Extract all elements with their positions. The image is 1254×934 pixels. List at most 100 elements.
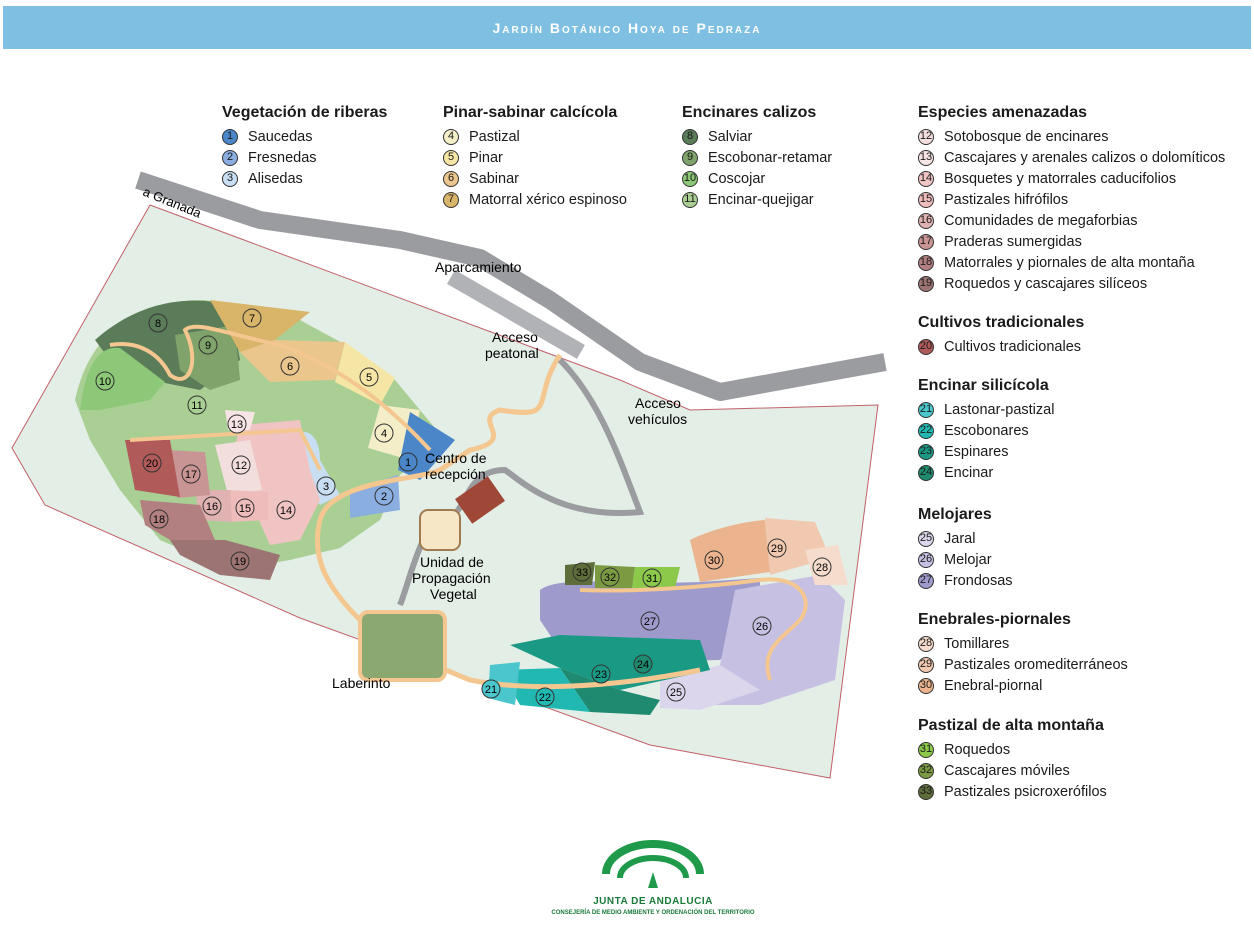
legend-number-badge: 29 xyxy=(918,656,934,673)
zone-marker-circle xyxy=(572,562,592,582)
legend-item-label: Matorral xérico espinoso xyxy=(469,191,627,208)
legend-number-badge: 9 xyxy=(682,149,698,166)
zone-marker-circle xyxy=(230,551,250,571)
legend-item-label: Jaral xyxy=(944,530,976,547)
legend-number-badge: 13 xyxy=(918,149,934,166)
zone-marker-circle xyxy=(280,356,300,376)
legend-number-badge: 6 xyxy=(443,170,459,187)
legend-item-label: Cultivos tradicionales xyxy=(944,338,1082,355)
legend-item-label: Tomillares xyxy=(944,635,1010,652)
legend-number-badge: 7 xyxy=(443,191,459,208)
legend-number-badge: 11 xyxy=(682,191,698,208)
reception-building xyxy=(455,476,505,524)
zone-marker-number: 9 xyxy=(205,340,211,352)
legend-item-label: Pastizal xyxy=(469,128,520,145)
legend-number-badge: 3 xyxy=(222,170,238,187)
legend-item-label: Cascajares y arenales calizos o dolomíti… xyxy=(944,149,1226,166)
legend-item-label: Roquedos y cascajares silíceos xyxy=(944,275,1148,292)
legend-group-title: Melojares xyxy=(918,506,992,523)
zone-marker-number: 4 xyxy=(381,428,387,440)
zone-marker-circle xyxy=(231,455,251,475)
legend-number-badge: 24 xyxy=(918,464,934,481)
zone-marker-number: 24 xyxy=(637,659,649,671)
legend-item-label: Sabinar xyxy=(469,170,519,187)
parking-label: Aparcamiento xyxy=(435,259,522,275)
zone-marker-circle xyxy=(704,550,724,570)
legend-number-badge: 10 xyxy=(682,170,698,187)
legend-item-label: Sotobosque de encinares xyxy=(944,128,1109,145)
zone-marker-circle xyxy=(374,486,394,506)
legend-item: 13 Cascajares y arenales calizos o dolomí… xyxy=(918,147,1225,168)
zone-marker-number: 14 xyxy=(280,505,292,517)
zone-marker-circle xyxy=(148,313,168,333)
legend-number-badge: 16 xyxy=(918,212,934,229)
legend-group-title: Especies amenazadas xyxy=(918,104,1087,121)
legend-group-title: Enebrales-piornales xyxy=(918,611,1071,628)
legend-item-label: Espinares xyxy=(944,443,1009,460)
zone-group-west xyxy=(75,300,455,580)
main-road xyxy=(135,171,887,401)
zone-marker-number: 2 xyxy=(381,491,387,503)
legend-item-label: Pinar xyxy=(469,149,503,166)
zone-marker-circle xyxy=(752,616,772,636)
zone-marker-number: 10 xyxy=(99,376,111,388)
legend-number-badge: 12 xyxy=(918,128,934,145)
zone-marker-circle xyxy=(591,664,611,684)
logo-name: JUNTA DE ANDALUCIA xyxy=(593,896,713,907)
zone-marker-number: 11 xyxy=(191,400,202,412)
legend-item-label: Fresnedas xyxy=(248,149,317,166)
legend-number-badge: 8 xyxy=(682,128,698,145)
zone-marker-circle xyxy=(767,538,787,558)
logo-subtitle: CONSEJERÍA DE MEDIO AMBIENTE Y ORDENACIÓ… xyxy=(551,910,755,916)
legend-number-badge: 33 xyxy=(918,783,934,800)
zone-marker-circle xyxy=(666,682,686,702)
zone-marker-number: 16 xyxy=(206,501,218,513)
legend-number-badge: 14 xyxy=(918,170,934,187)
legend-group-title: Cultivos tradicionales xyxy=(918,314,1085,331)
zone-marker-circle xyxy=(398,452,418,472)
zone-marker-number: 21 xyxy=(485,684,497,696)
legend-group-title: Vegetación de riberas xyxy=(222,104,388,121)
legend-number-badge: 4 xyxy=(443,128,459,145)
legend-number-badge: 18 xyxy=(918,254,934,271)
legend-item-label: Saucedas xyxy=(248,128,313,145)
legend-number-badge: 30 xyxy=(918,677,934,694)
legend-number-badge: 22 xyxy=(918,422,934,439)
zone-marker-circle xyxy=(95,371,115,391)
zone-marker-circle xyxy=(633,654,653,674)
legend-item-label: Frondosas xyxy=(944,572,1013,589)
zone-marker-circle xyxy=(276,500,296,520)
legend-group-title: Encinar silicícola xyxy=(918,377,1049,394)
zone-marker-circle xyxy=(359,367,379,387)
legend-item-label: Comunidades de megaforbias xyxy=(944,212,1138,229)
legend-item-label: Enebral-piornal xyxy=(944,677,1043,694)
legend-number-badge: 23 xyxy=(918,443,934,460)
zone-marker-circle xyxy=(812,557,832,577)
propagation-label-3: Vegetal xyxy=(430,586,477,602)
zone-marker-circle xyxy=(642,568,662,588)
